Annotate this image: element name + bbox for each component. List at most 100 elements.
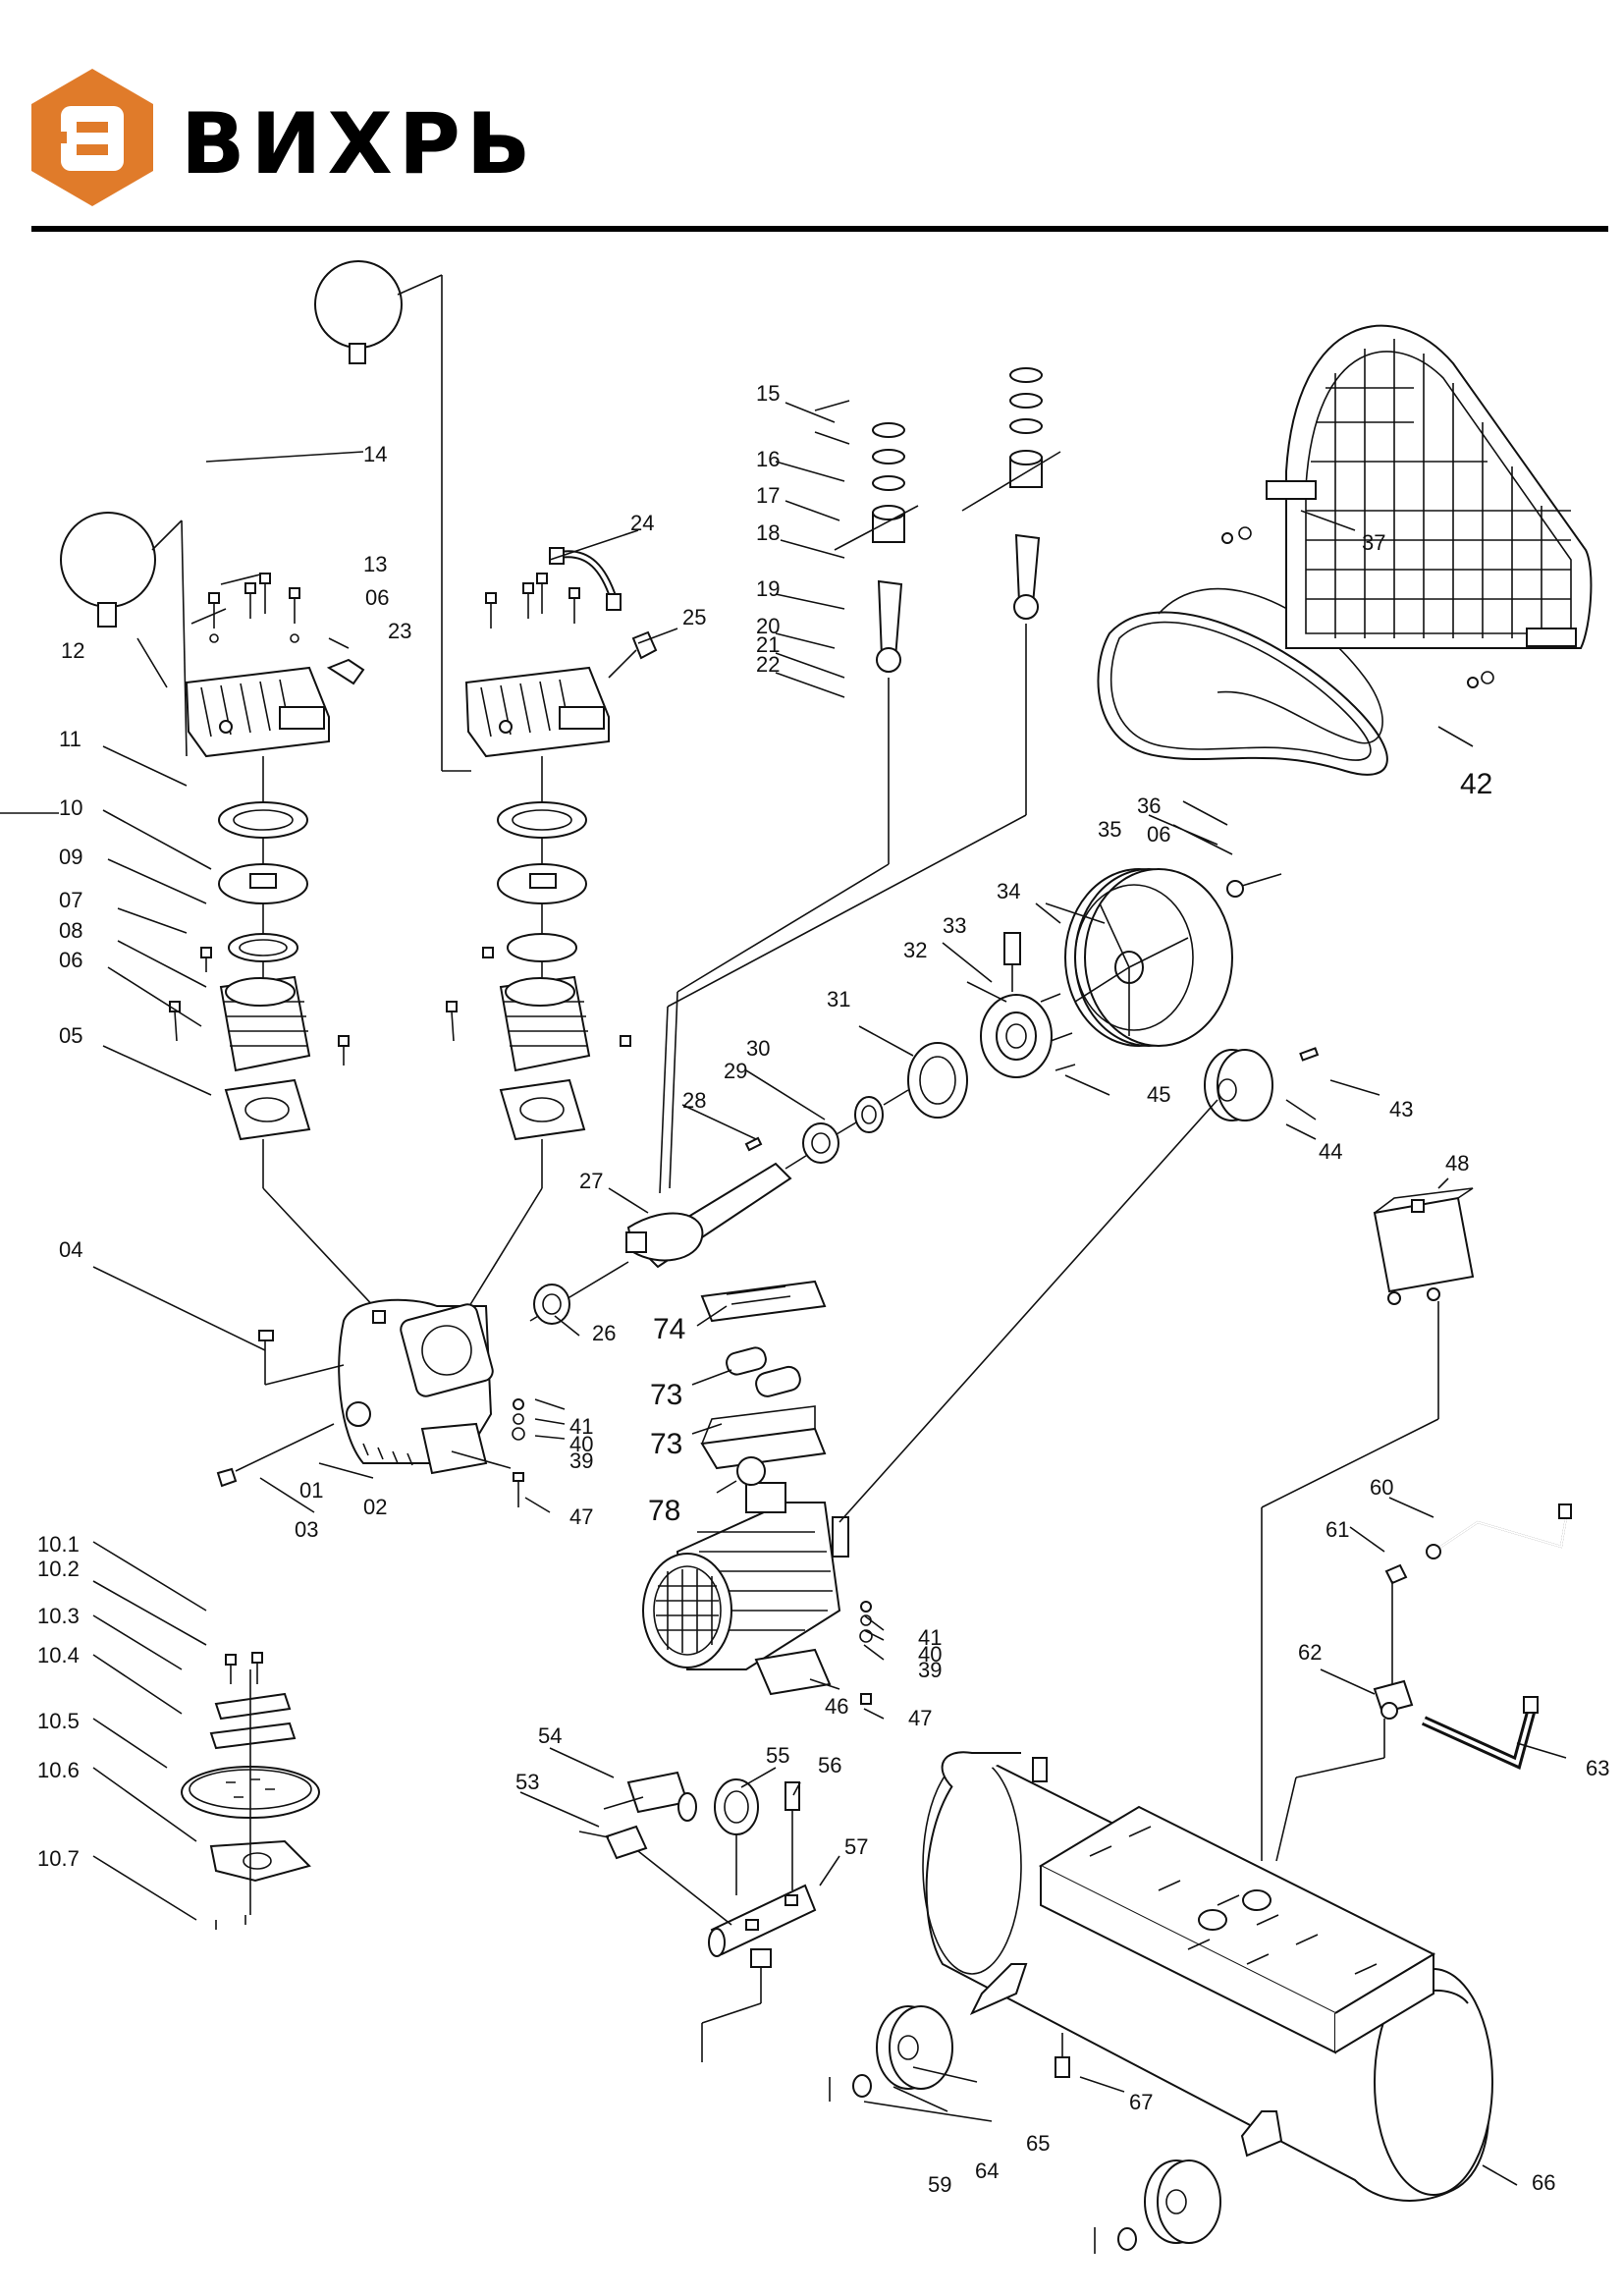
tank-fitting-top [1032, 1757, 1048, 1782]
callout-62: 62 [1298, 1640, 1322, 1665]
callout-10-2: 10.2 [37, 1557, 80, 1581]
safety-valve-53 [578, 1825, 732, 1926]
gasket-31 [883, 1042, 968, 1119]
bearing-29 [802, 1122, 839, 1164]
motor-pulley-44 [1204, 1047, 1320, 1121]
callout-16: 16 [756, 447, 780, 471]
callout-42: 42 [1460, 768, 1492, 800]
callout-20: 20 [756, 614, 780, 638]
wheel-65-upper [829, 1963, 1028, 2102]
wheel-65-lower [1094, 2110, 1283, 2254]
callout-29: 29 [724, 1059, 747, 1083]
callout-10-4: 10.4 [37, 1643, 80, 1667]
callout-06-head: 06 [365, 585, 389, 610]
callout-14: 14 [363, 442, 387, 466]
callout-46: 46 [825, 1694, 848, 1719]
callout-28: 28 [682, 1088, 706, 1113]
cylinder-right [446, 947, 631, 1072]
elbow-61 [1384, 1563, 1408, 1684]
pipe-63 [1421, 1696, 1539, 1770]
callout-05: 05 [59, 1023, 82, 1048]
callout-41: 41 [569, 1414, 593, 1439]
callout-43: 43 [1389, 1097, 1413, 1121]
callout-06: 06 [59, 948, 82, 972]
callout-74: 74 [653, 1313, 685, 1345]
callout-06-flywheel: 06 [1147, 822, 1170, 847]
bearing-cover-32 [980, 932, 1076, 1078]
callout-59: 59 [928, 2172, 951, 2197]
callout-35: 35 [1098, 817, 1121, 842]
bolts-39-41-left [512, 1398, 525, 1507]
hose-24 [549, 547, 622, 611]
callout-18: 18 [756, 520, 780, 545]
callout-56: 56 [818, 1753, 841, 1777]
seal-30 [836, 1096, 884, 1135]
callout-12: 12 [61, 638, 84, 663]
pressure-switch-48 [1261, 1187, 1475, 1861]
callout-15: 15 [756, 381, 780, 406]
callout-17: 17 [756, 483, 780, 508]
callout-40: 40 [569, 1432, 593, 1456]
elbow-fitting-23 [326, 658, 365, 685]
callout-10-1: 10.1 [37, 1532, 80, 1557]
electric-motor [642, 1099, 1218, 1696]
callout-22: 22 [756, 652, 780, 677]
callout-78: 78 [648, 1495, 680, 1527]
piston-rings-left [669, 422, 919, 1189]
outlet-pipe-60 [1426, 1503, 1572, 1559]
belt-guard-37 [1221, 324, 1593, 688]
callout-39-motor: 39 [918, 1658, 942, 1682]
callout-40-motor: 40 [918, 1642, 942, 1667]
callout-65: 65 [1026, 2131, 1050, 2156]
callout-32: 32 [903, 938, 927, 962]
header-rule [31, 226, 1608, 232]
callout-23: 23 [388, 619, 411, 643]
cylinder-head-right [464, 666, 610, 758]
callout-57: 57 [844, 1834, 868, 1859]
callout-36: 36 [1137, 793, 1161, 818]
drain-valve-67 [1055, 2033, 1070, 2078]
crankshaft [529, 1143, 826, 1322]
flywheel-34 [1064, 868, 1282, 1047]
crankcase [338, 1298, 494, 1475]
callout-30: 30 [746, 1036, 770, 1061]
callout-01: 01 [299, 1478, 323, 1503]
bearing-26 [533, 1284, 570, 1325]
callout-24: 24 [630, 511, 654, 535]
fitting-56 [784, 1781, 800, 1890]
callout-04: 04 [59, 1237, 82, 1262]
check-valve-62 [1275, 1679, 1414, 1862]
callout-13: 13 [363, 552, 387, 576]
tank-platform [1038, 1805, 1436, 2054]
callout-73-lower: 73 [650, 1428, 682, 1460]
motor-terminal-parts [700, 1280, 827, 1494]
callout-10: 10 [59, 795, 82, 820]
exploded-parts-diagram: 01 02 03 04 05 06 06 06 07 08 09 10 11 1… [0, 236, 1623, 2296]
cylinder-head-left [185, 666, 330, 758]
callout-53: 53 [515, 1770, 539, 1794]
callout-31: 31 [827, 987, 850, 1011]
valve-plate-stack-left [218, 756, 308, 992]
callout-67: 67 [1129, 2090, 1153, 2114]
gauge-55 [714, 1778, 759, 1895]
callout-08: 08 [59, 918, 82, 943]
callout-60: 60 [1370, 1475, 1393, 1500]
callout-54: 54 [538, 1723, 562, 1748]
key-28 [744, 1136, 763, 1152]
callout-37: 37 [1362, 530, 1385, 555]
callout-33: 33 [943, 913, 966, 938]
callout-61: 61 [1325, 1517, 1349, 1542]
callout-47-motor: 47 [908, 1706, 932, 1730]
head-bolts-right [485, 573, 580, 629]
callout-10-5: 10.5 [37, 1709, 80, 1733]
callout-44: 44 [1319, 1139, 1342, 1164]
callout-10-6: 10.6 [37, 1758, 80, 1782]
callout-41-motor: 41 [918, 1625, 942, 1650]
valve-plate-detail [181, 1652, 320, 1930]
cylinder-left [169, 947, 350, 1072]
valve-plate-stack-right [497, 756, 587, 992]
breather-04 [258, 1330, 345, 1386]
callout-26: 26 [592, 1321, 616, 1345]
callout-02: 02 [363, 1495, 387, 1519]
callout-64: 64 [975, 2159, 999, 2183]
